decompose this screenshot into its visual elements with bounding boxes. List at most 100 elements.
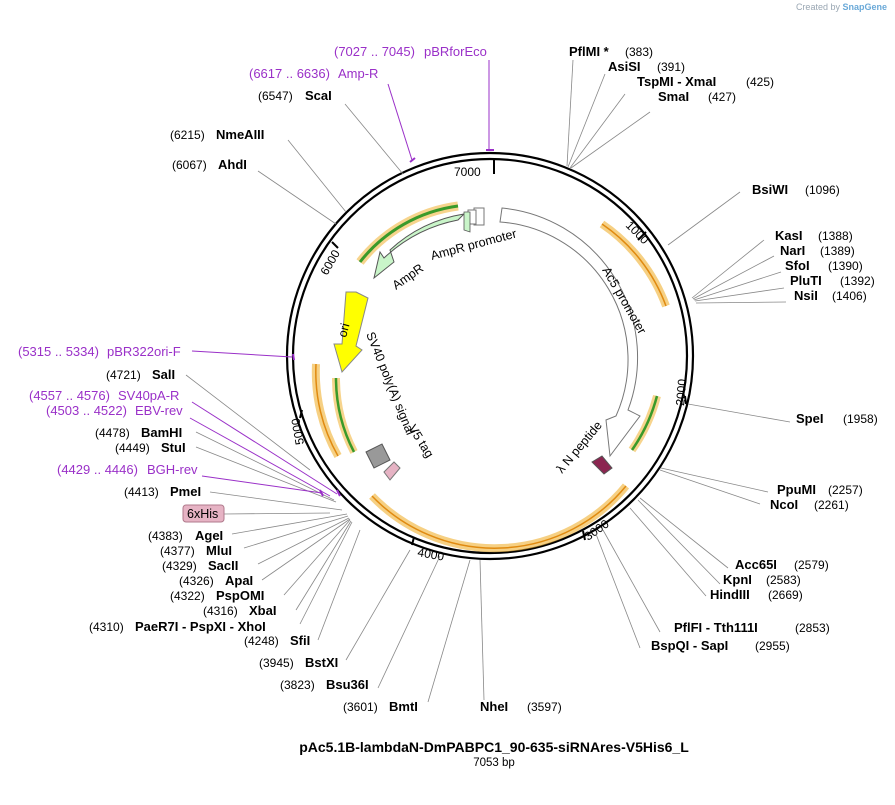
site-mlui-coord: (4377)	[160, 544, 195, 558]
site-spei[interactable]: SpeI	[796, 411, 823, 426]
site-sali[interactable]: SalI	[152, 367, 175, 382]
primer-bghrev-coord: (4429 .. 4446)	[57, 462, 138, 477]
site-kasi-coord: (1388)	[818, 229, 853, 243]
right-site-labels: PflMI * (383) AsiSI (391) TspMI - XmaI (…	[480, 44, 878, 714]
site-nhei-coord: (3597)	[527, 700, 562, 714]
site-ppumi-coord: (2257)	[828, 483, 863, 497]
his-tag-label: 6xHis	[187, 507, 218, 521]
backbone-outer-circle	[285, 151, 695, 561]
site-asisi[interactable]: AsiSI	[608, 59, 641, 74]
ori-feature[interactable]	[333, 291, 369, 374]
sv40-polya-feature[interactable]	[365, 443, 391, 469]
site-leader-lines	[185, 59, 791, 703]
site-paer7i-pspxi-xhoi[interactable]: PaeR7I - PspXI - XhoI	[135, 619, 266, 634]
site-stui-coord: (4449)	[115, 441, 150, 455]
site-pluti[interactable]: PluTI	[790, 273, 822, 288]
primer-pbrforeco-coord: (7027 .. 7045)	[334, 44, 415, 59]
site-tspmi-xmai[interactable]: TspMI - XmaI	[637, 74, 716, 89]
primer-ampr-coord: (6617 .. 6636)	[249, 66, 330, 81]
site-sfii[interactable]: SfiI	[290, 633, 310, 648]
ampr-promoter-label: AmpR promoter	[429, 227, 518, 263]
primer-sv40pa-coord: (4557 .. 4576)	[29, 388, 110, 403]
site-agei[interactable]: AgeI	[195, 528, 223, 543]
site-ahdi-coord: (6067)	[172, 158, 207, 172]
site-bstxi[interactable]: BstXI	[305, 655, 338, 670]
site-pspomi[interactable]: PspOMI	[216, 588, 264, 603]
site-sfii-coord: (4248)	[244, 634, 279, 648]
credit-prefix: Created by	[795, 2, 840, 12]
lambda-n-peptide-feature[interactable]	[591, 455, 613, 475]
site-smai-coord: (427)	[708, 90, 736, 104]
site-sali-coord: (4721)	[106, 368, 141, 382]
ac5-promoter-feature[interactable]	[499, 207, 641, 458]
site-kpni[interactable]: KpnI	[723, 572, 752, 587]
v5-tag-feature[interactable]	[383, 461, 401, 481]
primer-ampr[interactable]: Amp-R	[338, 66, 378, 81]
site-pspomi-coord: (4322)	[170, 589, 205, 603]
site-acc65i-coord: (2579)	[794, 558, 829, 572]
site-scai[interactable]: ScaI	[305, 88, 332, 103]
site-nsii[interactable]: NsiI	[794, 288, 818, 303]
v5-tag-label: V5 tag	[405, 422, 436, 460]
primer-pbrforeco[interactable]: pBRforEco	[424, 44, 487, 59]
site-pflmi[interactable]: PflMI *	[569, 44, 610, 59]
primer-pbr322ori[interactable]: pBR322ori-F	[107, 344, 181, 359]
site-ncoi[interactable]: NcoI	[770, 497, 798, 512]
site-pmei[interactable]: PmeI	[170, 484, 201, 499]
site-sacii[interactable]: SacII	[208, 558, 238, 573]
site-bstxi-coord: (3945)	[259, 656, 294, 670]
site-bspqi-sapi[interactable]: BspQI - SapI	[651, 638, 728, 653]
site-sfoi[interactable]: SfoI	[785, 258, 810, 273]
site-nmeaiii[interactable]: NmeAIII	[216, 127, 264, 142]
ampr-feature[interactable]	[373, 213, 466, 280]
site-xbai[interactable]: XbaI	[249, 603, 276, 618]
tick-label-5000: 5000	[288, 417, 306, 446]
sv40-polya-label: SV40 poly(A) signal	[363, 330, 417, 437]
site-kasi[interactable]: KasI	[775, 228, 802, 243]
primer-pbr322ori-coord: (5315 .. 5334)	[18, 344, 99, 359]
site-nari[interactable]: NarI	[780, 243, 805, 258]
orf-arc-left-line	[315, 363, 339, 457]
site-hindiii[interactable]: HindIII	[710, 587, 750, 602]
snapgene-credit: Created by SnapGene	[796, 2, 887, 12]
site-bsiwi[interactable]: BsiWI	[752, 182, 788, 197]
orf-arc-right-line	[601, 223, 667, 307]
site-pflmi-coord: (383)	[625, 45, 653, 59]
primer-ebvrev-coord: (4503 .. 4522)	[46, 403, 127, 418]
site-ppumi[interactable]: PpuMI	[777, 482, 816, 497]
primer-markers	[292, 149, 494, 497]
site-bamhi[interactable]: BamHI	[141, 425, 182, 440]
site-acc65i[interactable]: Acc65I	[735, 557, 777, 572]
site-ahdi[interactable]: AhdI	[218, 157, 247, 172]
his-tag-badge[interactable]	[182, 504, 225, 523]
site-apai[interactable]: ApaI	[225, 573, 253, 588]
primer-sv40pa[interactable]: SV40pA-R	[118, 388, 179, 403]
site-sacii-coord: (4329)	[162, 559, 197, 573]
site-scai-coord: (6547)	[258, 89, 293, 103]
site-agei-coord: (4383)	[148, 529, 183, 543]
site-mlui[interactable]: MluI	[206, 543, 232, 558]
primer-leader-lines	[189, 60, 490, 497]
left-site-labels: (6547) ScaI (6215) NmeAIII (6067) AhdI (…	[89, 88, 418, 714]
site-bspqi-coord: (2955)	[755, 639, 790, 653]
site-smai[interactable]: SmaI	[658, 89, 689, 104]
ampr-orf-line	[358, 204, 459, 263]
tick-label-2000: 2000	[673, 378, 689, 406]
site-bmti[interactable]: BmtI	[389, 699, 418, 714]
tick-label-6000: 6000	[317, 247, 343, 277]
site-bsu36i[interactable]: Bsu36I	[326, 677, 369, 692]
site-bsu36i-coord: (3823)	[280, 678, 315, 692]
primer-bghrev[interactable]: BGH-rev	[147, 462, 198, 477]
ampr-feature-tail	[463, 211, 471, 233]
site-kpni-coord: (2583)	[766, 573, 801, 587]
site-sfoi-coord: (1390)	[828, 259, 863, 273]
tick-marks	[299, 160, 687, 546]
site-stui[interactable]: StuI	[161, 440, 186, 455]
site-pmei-coord: (4413)	[124, 485, 159, 499]
site-nhei[interactable]: NheI	[480, 699, 508, 714]
orf-arc-green-line	[630, 395, 659, 451]
primer-ebvrev[interactable]: EBV-rev	[135, 403, 183, 418]
site-nsii-coord: (1406)	[832, 289, 867, 303]
site-pflfi-tth111i[interactable]: PflFI - Tth111I	[674, 620, 758, 635]
